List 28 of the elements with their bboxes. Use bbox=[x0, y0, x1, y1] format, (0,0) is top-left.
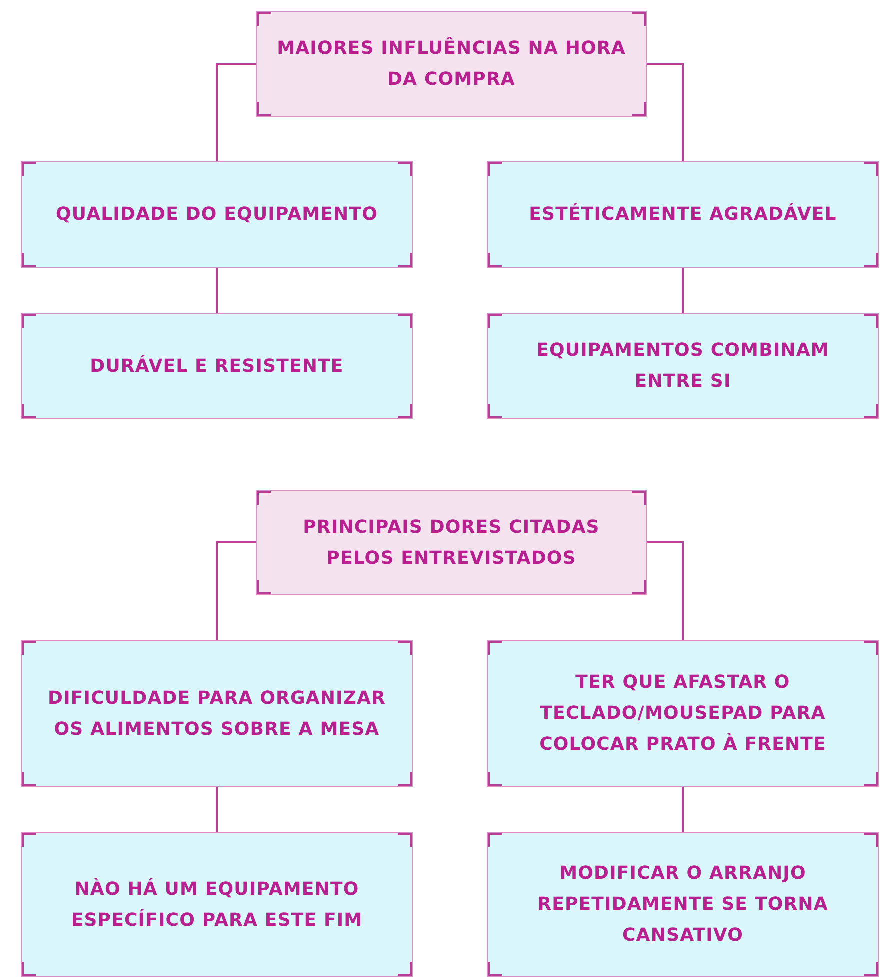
connector-line bbox=[216, 787, 218, 832]
connector-line bbox=[647, 542, 684, 640]
box-text: PRINCIPAIS DORES CITADAS PELOS ENTREVISTADOS bbox=[302, 516, 601, 570]
connector-line bbox=[216, 63, 256, 161]
topic-box bbox=[21, 832, 413, 977]
topic-box bbox=[487, 640, 879, 787]
box-text: EQUIPAMENTOS COMBINAM ENTRE SI bbox=[536, 339, 830, 394]
box-text: TER QUE AFASTAR O TECLADO/MOUSEPAD PARA COLOCAR PRATO À FRENTE bbox=[538, 671, 828, 757]
topic-box bbox=[21, 640, 413, 787]
topic-box bbox=[487, 832, 879, 977]
box-text: DURÁVEL E RESISTENTE bbox=[90, 354, 344, 378]
connector-line bbox=[216, 542, 256, 640]
connector-line bbox=[682, 787, 684, 832]
box-text: QUALIDADE DO EQUIPAMENTO bbox=[56, 203, 378, 227]
box-text: MODIFICAR O ARRANJO REPETIDAMENTE SE TORNA CANSATIVO bbox=[536, 862, 830, 948]
box-text: MAIORES INFLUÊNCIAS NA HORA DA COMPRA bbox=[276, 36, 627, 92]
topic-box bbox=[21, 313, 413, 419]
connector-line bbox=[216, 268, 218, 313]
connector-line bbox=[682, 268, 684, 313]
heading-box bbox=[256, 11, 647, 117]
topic-box bbox=[21, 161, 413, 268]
box-text: DIFICULDADE PARA ORGANIZAR OS ALIMENTOS SOBRE A MESA bbox=[47, 686, 387, 742]
heading-box bbox=[256, 490, 647, 595]
box-text: NÀO HÁ UM EQUIPAMENTO ESPECÍFICO PARA ESTE FIM bbox=[70, 877, 364, 932]
topic-box bbox=[487, 313, 879, 419]
box-text: ESTÉTICAMENTE AGRADÁVEL bbox=[529, 202, 837, 227]
connector-line bbox=[647, 63, 684, 161]
topic-box bbox=[487, 161, 879, 268]
